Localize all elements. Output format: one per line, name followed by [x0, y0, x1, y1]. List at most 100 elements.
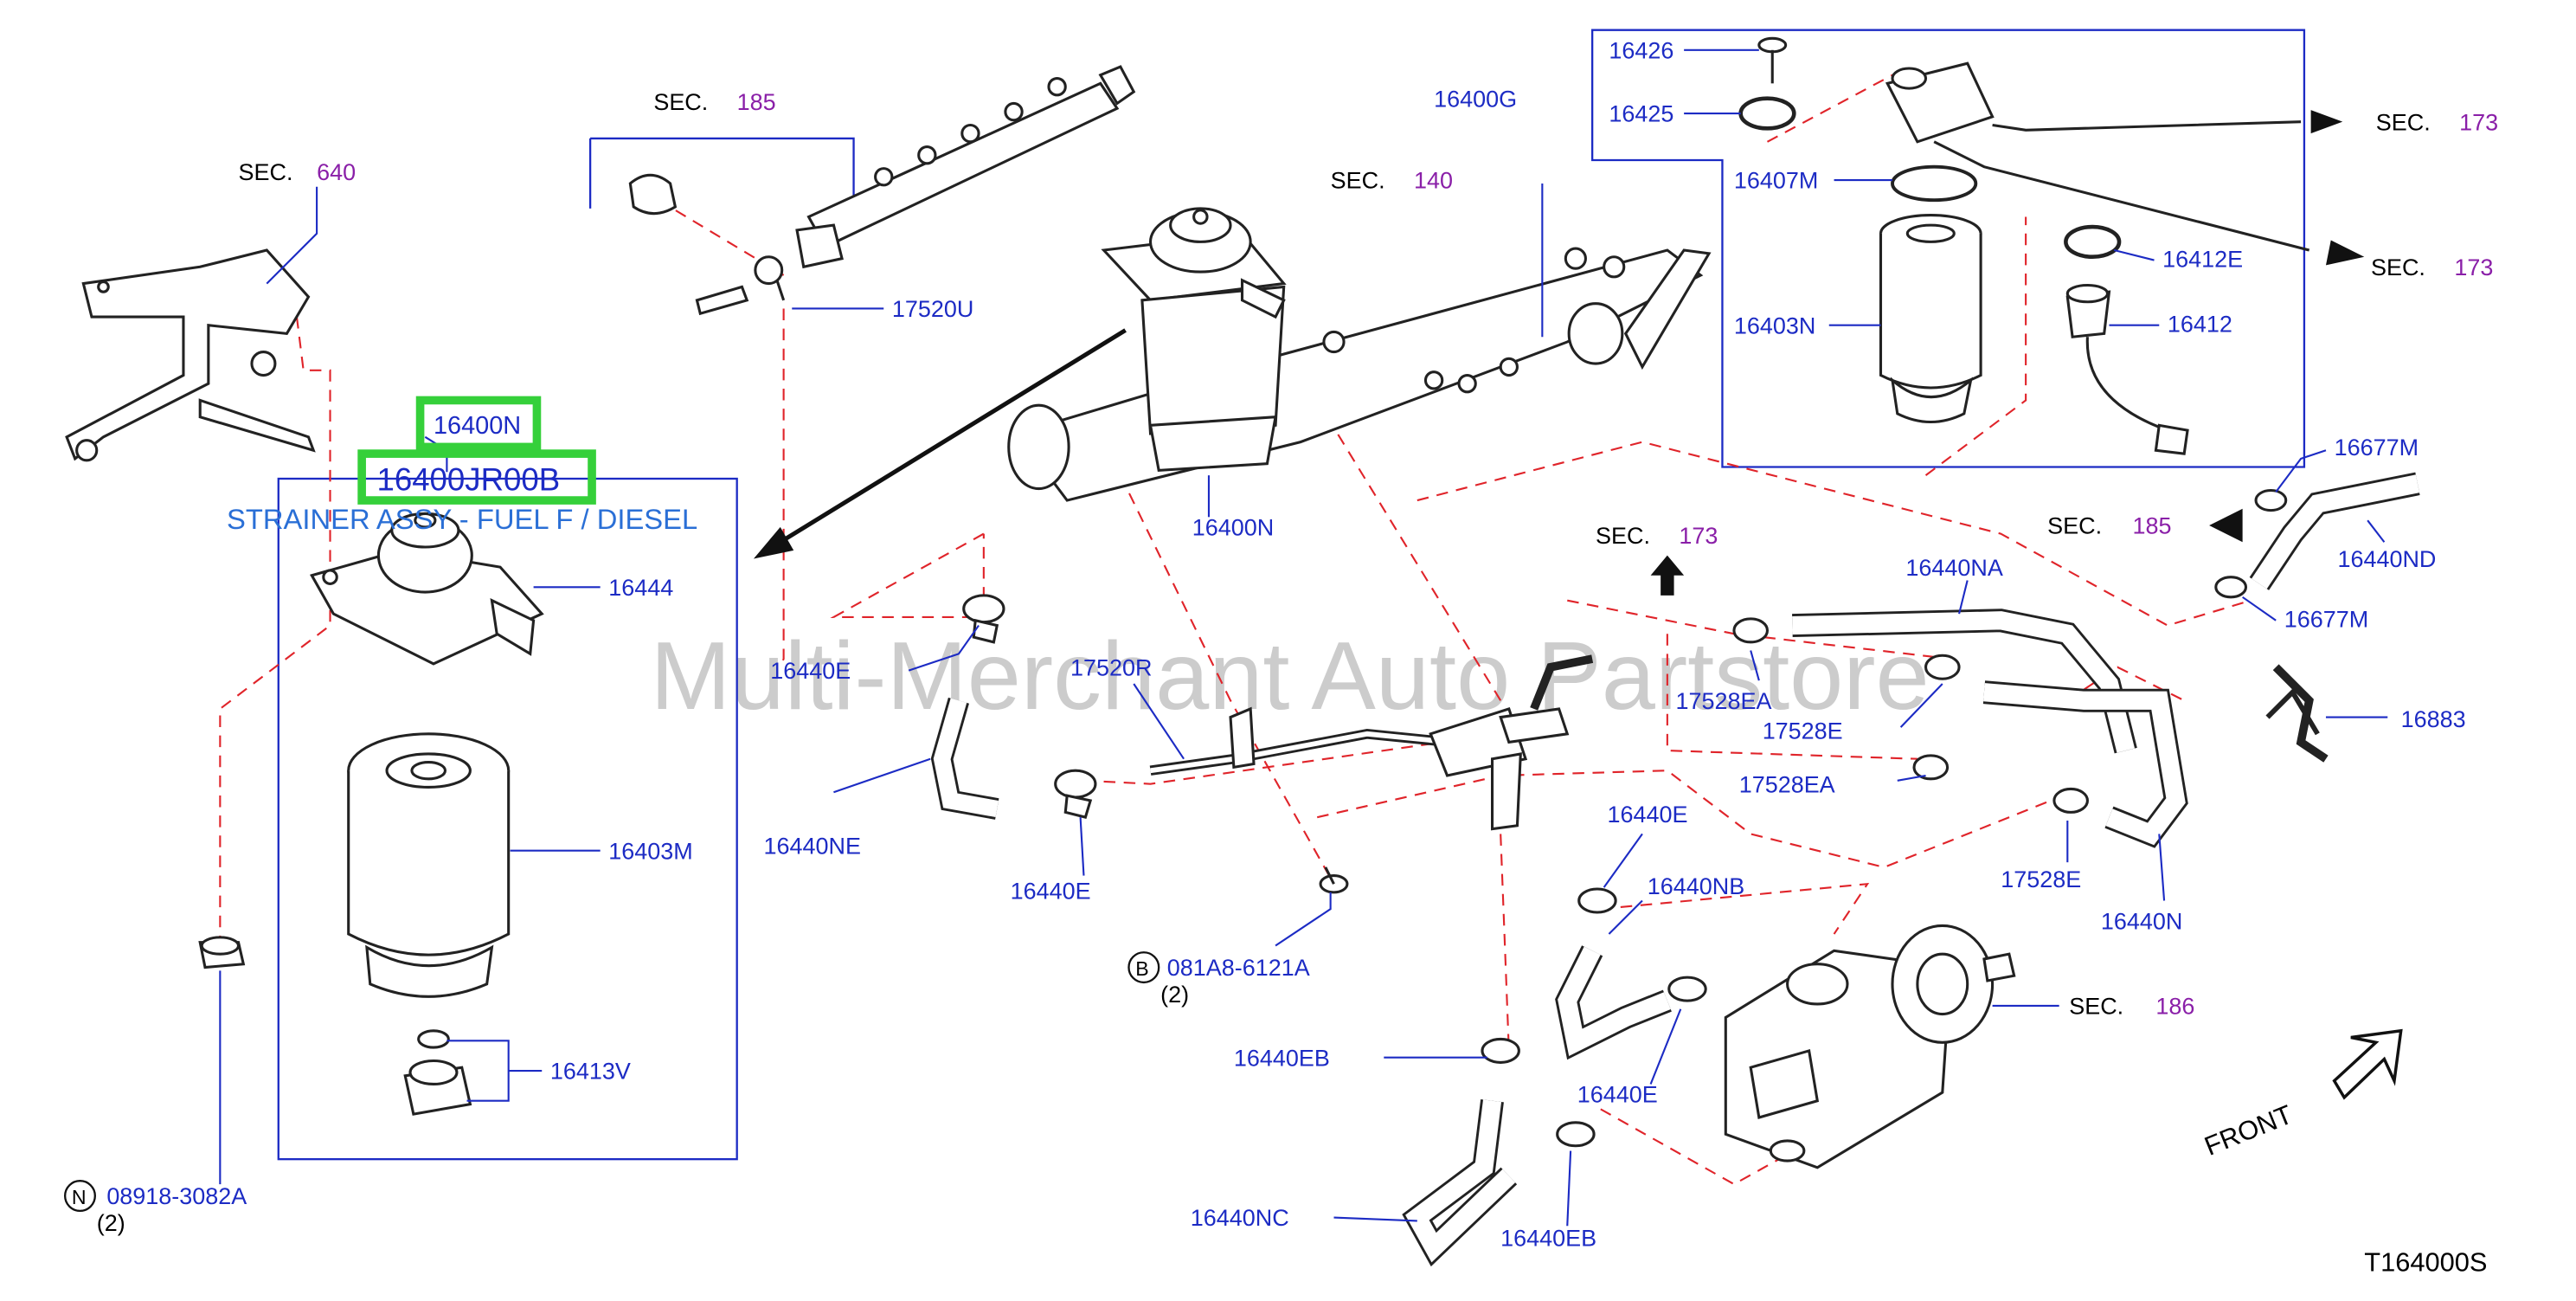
label-17520U[interactable]: 17520U [892, 296, 973, 322]
sec-word-140: SEC. [1331, 168, 1385, 194]
hose-16440ND [2249, 472, 2420, 590]
leader-16412E [2114, 249, 2155, 261]
label-16440ND[interactable]: 16440ND [2337, 546, 2436, 572]
qty-08918: (2) [97, 1210, 125, 1236]
leader-17528EA-2 [1897, 774, 1926, 782]
bolt-16426 [1757, 36, 1788, 84]
sec-173-b[interactable]: 173 [2454, 254, 2493, 280]
leader-16440E-1 [908, 624, 980, 672]
dash-16425 [1766, 74, 1893, 143]
label-17528E-1[interactable]: 17528E [1763, 718, 1843, 744]
label-16440EB-1[interactable]: 16440EB [1234, 1045, 1330, 1071]
tee-connector [1429, 654, 1594, 831]
label-16400G[interactable]: 16400G [1434, 86, 1517, 112]
label-16403M[interactable]: 16403M [608, 838, 692, 864]
label-17528E-2[interactable]: 17528E [2001, 866, 2081, 892]
filter-detail-box [1590, 29, 2306, 468]
nut-mark-circle [63, 1180, 96, 1213]
sec-185-right[interactable]: 185 [2132, 513, 2171, 539]
sec-word-185-right: SEC. [2047, 513, 2102, 539]
label-16883[interactable]: 16883 [2401, 706, 2466, 732]
bolt-081A8 [1319, 866, 1349, 894]
leader-17528EA-1 [1750, 650, 1760, 681]
label-17528EA-2[interactable]: 17528EA [1739, 771, 1835, 797]
sec-640[interactable]: 640 [317, 159, 356, 185]
leader-16440E-3 [1603, 833, 1643, 888]
label-16440E-3[interactable]: 16440E [1607, 802, 1687, 828]
clips-16677M [2214, 488, 2288, 599]
clips-17528 [1732, 617, 2089, 814]
sec-word-173-a: SEC. [2376, 109, 2431, 135]
label-16440N[interactable]: 16440N [2101, 908, 2182, 934]
label-16440NA[interactable]: 16440NA [1905, 555, 2002, 581]
label-17520R[interactable]: 17520R [1070, 654, 1152, 680]
leader-sec640 [266, 186, 318, 285]
dash-top-right [1416, 441, 2252, 627]
bolt-mark-circle [1127, 951, 1160, 984]
leader-16440E-4 [1649, 1008, 1682, 1085]
clamp-16883 [2265, 664, 2329, 763]
dash-tee-left [1083, 732, 1501, 785]
highlight-part-number[interactable]: 16400JR00B [376, 461, 560, 497]
sec-word-185-top: SEC. [653, 89, 708, 115]
dash-filter-box [1924, 216, 2027, 477]
sec-185-top[interactable]: 185 [737, 89, 776, 115]
mounting-bracket [65, 248, 316, 462]
label-16400N[interactable]: 16400N [1192, 515, 1274, 541]
label-16426[interactable]: 16426 [1609, 37, 1673, 63]
leader-16677M-top [2275, 449, 2327, 493]
label-16677M-bot[interactable]: 16677M [2284, 606, 2368, 632]
label-16425[interactable]: 16425 [1609, 101, 1673, 127]
label-16440NB[interactable]: 16440NB [1648, 873, 1744, 899]
clips-16440E-lower [1481, 887, 1707, 1148]
sec185-bracket [588, 137, 855, 217]
highlight-part-box [357, 449, 596, 505]
label-16440E-2[interactable]: 16440E [1011, 879, 1091, 905]
label-08918[interactable]: 08918-3082A [106, 1183, 247, 1209]
label-17528EA-1[interactable]: 17528EA [1675, 688, 1771, 714]
strainer-16400N [1101, 207, 1287, 472]
strainer-head-16444 [310, 512, 544, 666]
label-16440NC[interactable]: 16440NC [1191, 1205, 1289, 1231]
sec-140[interactable]: 140 [1414, 168, 1453, 194]
sec-word-173-b: SEC. [2371, 254, 2425, 280]
leader-081A8 [1275, 892, 1332, 947]
hose-16440NE [930, 697, 999, 820]
label-16440NE[interactable]: 16440NE [764, 834, 861, 860]
sec-word-640: SEC. [239, 159, 293, 185]
arrow-sec185-right [2209, 508, 2243, 543]
sec-173-a[interactable]: 173 [2459, 109, 2498, 135]
leader-16440N [2158, 834, 2166, 901]
oring-16425 [1738, 96, 1796, 131]
dash-strainer-bolt [1119, 474, 1335, 885]
arrow-sec173-b [2325, 240, 2365, 266]
sec-173-c[interactable]: 173 [1679, 523, 1718, 549]
label-081A8[interactable]: 081A8-6121A [1167, 955, 1310, 981]
sec-186[interactable]: 186 [2155, 994, 2194, 1020]
sec-word-186: SEC. [2069, 994, 2123, 1020]
label-16412[interactable]: 16412 [2168, 311, 2232, 337]
label-16444[interactable]: 16444 [608, 575, 673, 601]
label-16407M[interactable]: 16407M [1734, 168, 1818, 194]
label-16403N[interactable]: 16403N [1734, 312, 1815, 338]
label-16413V[interactable]: 16413V [550, 1059, 631, 1085]
seal-16407M [1891, 164, 1978, 203]
highlight-description: STRAINER ASSY - FUEL F / DIESEL [227, 503, 697, 535]
arrow-sec173-a [2310, 110, 2343, 134]
label-16412E[interactable]: 16412E [2162, 246, 2243, 272]
label-16440E-4[interactable]: 16440E [1577, 1082, 1658, 1108]
clip-16440E-1 [962, 594, 1005, 644]
label-16440EB-2[interactable]: 16440EB [1500, 1225, 1596, 1251]
dash-tee-down [1500, 834, 1510, 1051]
dash-bracket-to-nut [219, 316, 331, 943]
nut-08918 [198, 936, 246, 969]
sensor-16412 [2065, 283, 2189, 455]
filter-16403M [347, 732, 511, 998]
label-16440E-1[interactable]: 16440E [770, 658, 851, 684]
label-16677M-top[interactable]: 16677M [2335, 435, 2419, 461]
clip-16440E-2 [1054, 769, 1097, 820]
watermark: Multi-Merchant Auto Partstore [650, 622, 1929, 730]
leader-16440NC [1333, 1216, 1417, 1222]
hose-16440NB [1555, 945, 1672, 1060]
